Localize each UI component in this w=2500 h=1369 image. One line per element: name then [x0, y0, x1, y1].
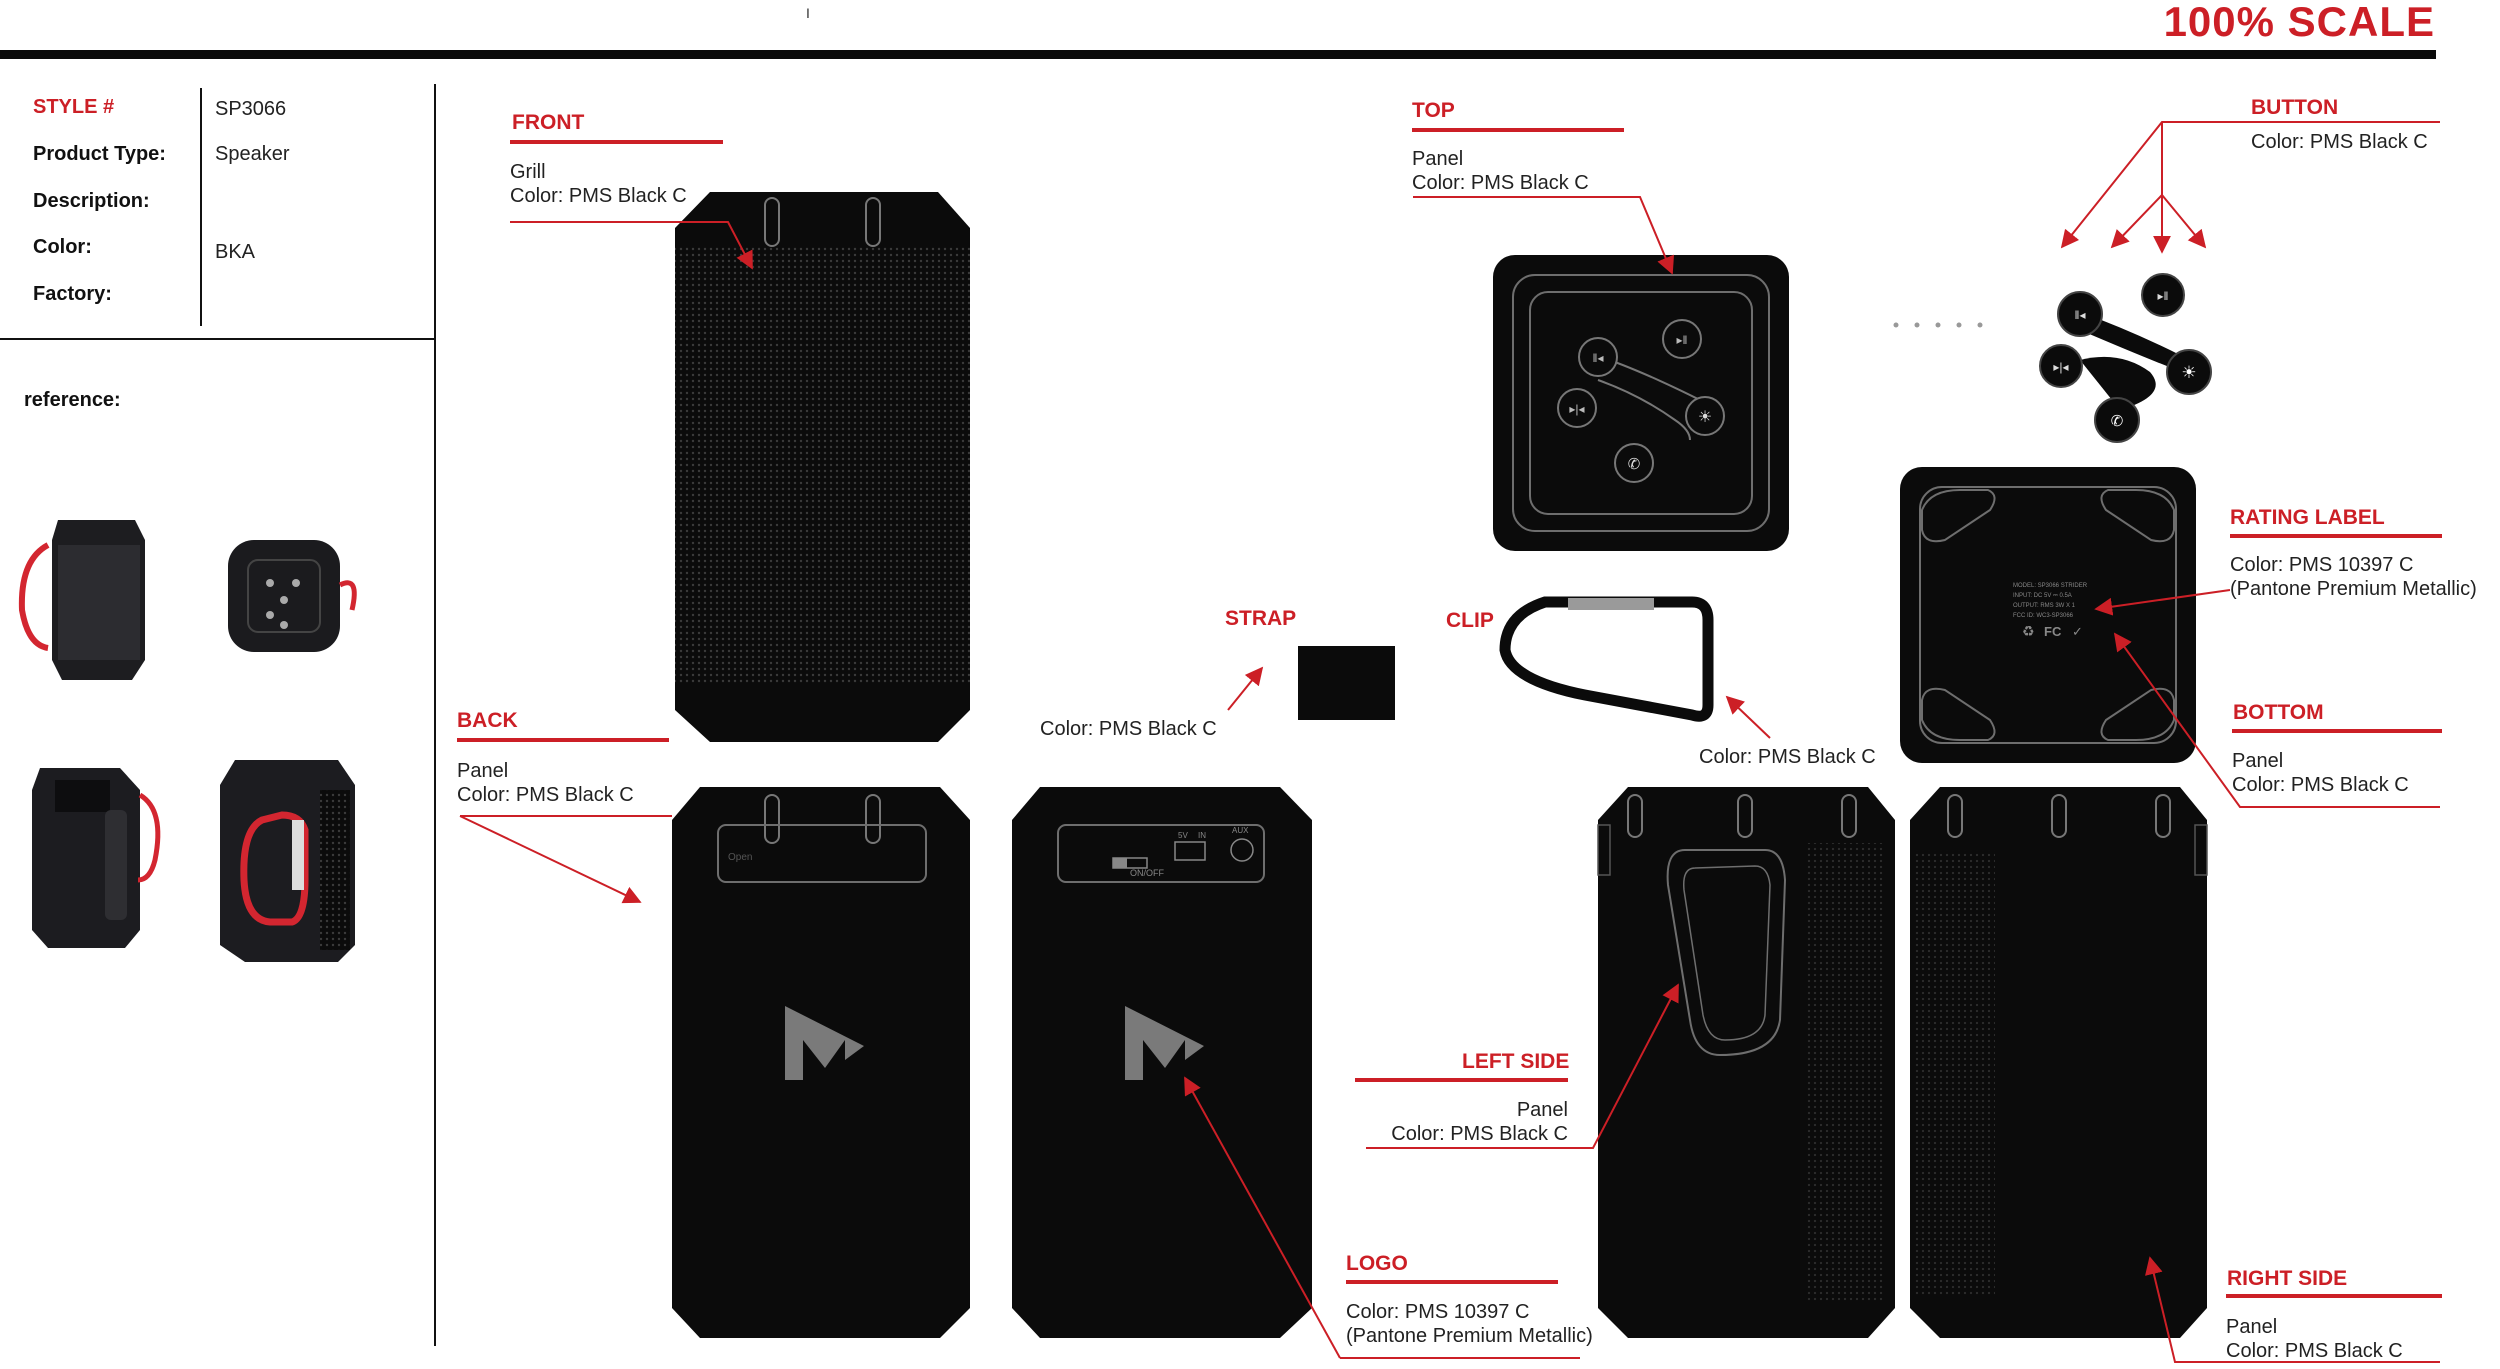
style-label: STYLE # [33, 96, 115, 118]
logo-bar [1346, 1280, 1558, 1284]
color-label: Color: [33, 236, 92, 258]
svg-text:▸|◂: ▸|◂ [2053, 360, 2068, 374]
clip-note: Color: PMS Black C [1699, 746, 1876, 768]
in-text: IN [1198, 831, 1206, 840]
rating-title: RATING LABEL [2230, 506, 2385, 529]
color-value: BKA [215, 241, 256, 263]
description-label: Description: [33, 190, 150, 212]
front-title: FRONT [512, 111, 585, 134]
svg-text:☀: ☀ [1698, 409, 1712, 426]
rating-bar [2230, 534, 2442, 538]
open-tab-text: Open [728, 852, 752, 863]
onoff-text: ON/OFF [1130, 868, 1164, 878]
bottom-title: BOTTOM [2233, 701, 2324, 724]
back-title: BACK [457, 709, 518, 732]
top-bar [1412, 128, 1624, 132]
factory-label: Factory: [33, 283, 112, 305]
next-icon [1557, 388, 1597, 428]
prev-icon [1578, 337, 1618, 377]
bottom-bar [2232, 729, 2442, 733]
right-side-title: RIGHT SIDE [2227, 1267, 2348, 1290]
check-mark-icon: ✓ [2072, 624, 2083, 639]
button-title: BUTTON [2251, 96, 2339, 119]
speaker-logo-icon [785, 1006, 864, 1080]
scale-tick-mark: I [806, 5, 810, 21]
bottom-view: MODEL: SP3066 STRIDER INPUT: DC 5V ⎓ 0.5… [1900, 467, 2196, 763]
strap-swatch [1298, 646, 1395, 720]
aux-text: AUX [1232, 826, 1249, 835]
right-side-view [1910, 787, 2208, 1338]
recycle-icon: ♻ [2022, 623, 2035, 639]
front-bar [510, 140, 723, 144]
svg-text:✆: ✆ [1628, 456, 1641, 473]
right-side-bar [2226, 1294, 2442, 1298]
svg-text:‖◂: ‖◂ [1593, 351, 1604, 365]
logo-title: LOGO [1346, 1252, 1408, 1275]
light-icon [1685, 396, 1725, 436]
back-bar [457, 738, 669, 742]
back-view [672, 787, 970, 1338]
spec-bottom-rule [0, 338, 434, 340]
product-type-label: Product Type: [33, 143, 166, 165]
svg-text:▸|◂: ▸|◂ [1569, 402, 1584, 416]
clip-title: CLIP [1446, 609, 1494, 632]
clip-view [1499, 596, 1714, 722]
svg-text:✆: ✆ [2111, 413, 2124, 430]
strap-title: STRAP [1225, 607, 1297, 630]
phone-icon [1614, 443, 1654, 483]
rating-line-4: FCC ID: WC3-SP3066 [2013, 613, 2074, 619]
sidebar-divider [434, 84, 436, 1346]
speaker-logo-icon [1125, 1006, 1204, 1080]
svg-text:▸‖: ▸‖ [1677, 333, 1688, 347]
top-view: ‖◂ ▸‖ ▸|◂ ☀ ✆ [1493, 255, 1789, 551]
svg-text:‖◂: ‖◂ [2075, 308, 2086, 322]
rating-line-2: INPUT: DC 5V ⎓ 0.5A [2013, 593, 2072, 599]
button-exploded-view: ‖◂ ▸‖ ▸|◂ ☀ ✆ [2039, 273, 2212, 443]
product-type-value: Speaker [215, 143, 290, 165]
strap-note: Color: PMS Black C [1040, 718, 1217, 740]
rating-note: Color: PMS 10397 C(Pantone Premium Metal… [2230, 554, 2477, 600]
reference-photo-side-clip [18, 520, 145, 680]
left-side-view [1597, 787, 1895, 1338]
rating-line-1: MODEL: SP3066 STRIDER [2013, 583, 2088, 589]
back-port-view [1012, 787, 1312, 1338]
play-pause-icon [1662, 319, 1702, 359]
reference-photo-clip-side [220, 760, 355, 962]
header-rule [0, 50, 2436, 59]
reference-label: reference: [24, 389, 121, 411]
logo-note: Color: PMS 10397 C(Pantone Premium Metal… [1346, 1301, 1593, 1347]
top-title: TOP [1412, 99, 1455, 122]
5v-text: 5V [1178, 831, 1188, 840]
left-side-bar [1355, 1078, 1568, 1082]
callout-leaders [459, 121, 2440, 1363]
spec-divider [200, 88, 202, 326]
reference-photo-back [32, 768, 161, 948]
left-side-title: LEFT SIDE [1462, 1050, 1570, 1073]
svg-text:▸‖: ▸‖ [2158, 289, 2169, 303]
button-note: Color: PMS Black C [2251, 131, 2428, 153]
dotted-connector [1893, 322, 1983, 328]
svg-text:☀: ☀ [2181, 363, 2196, 382]
rating-line-3: OUTPUT: RMS 3W X 1 [2013, 603, 2076, 609]
scale-title: 100% SCALE [2163, 0, 2435, 45]
reference-photo-top [228, 540, 357, 652]
style-value: SP3066 [215, 98, 287, 120]
fc-mark-icon: FC [2044, 624, 2062, 639]
front-view [675, 192, 970, 742]
